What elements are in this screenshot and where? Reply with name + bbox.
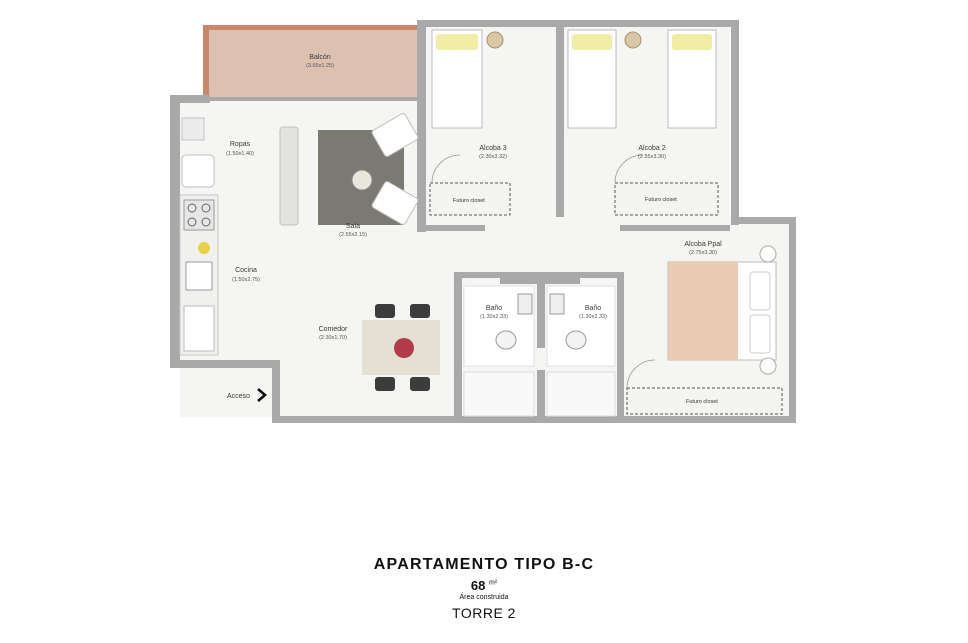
nightstand-icon <box>486 31 504 49</box>
laundry-fixtures <box>181 117 215 188</box>
svg-text:Baño: Baño <box>585 305 601 312</box>
fruit-bowl-icon <box>394 338 414 358</box>
svg-text:Cocina: Cocina <box>235 267 257 274</box>
room-label-cocina: Cocina (1.50x2.75) <box>232 267 260 283</box>
svg-text:Balcón: Balcón <box>309 54 331 61</box>
toilet-icon <box>565 330 587 350</box>
room-label-sala: Sala (2.55x2.15) <box>339 223 367 238</box>
apartment-title: APARTAMENTO TIPO B-C <box>373 556 595 573</box>
living-furniture <box>279 113 419 226</box>
svg-text:(1.30x2.33): (1.30x2.33) <box>480 314 508 320</box>
walls <box>170 20 796 423</box>
room-label-comedor: Comedor (2.30x1.70) <box>319 326 348 341</box>
svg-text:Ropas: Ropas <box>230 141 251 148</box>
room-label-alcoba2: Alcoba 2 (2.55x3.30) <box>638 145 666 160</box>
closet-label-alcobappal: Futuro closet <box>686 399 718 405</box>
room-label-balcon: Balcón (3.65x1.25) <box>306 54 334 69</box>
alcoba3-furniture <box>429 29 511 216</box>
shower <box>463 371 535 417</box>
room-label-ropas: Ropas (1.50x1.40) <box>226 141 254 157</box>
dining-furniture <box>362 304 440 391</box>
svg-text:(2.30x1.70): (2.30x1.70) <box>319 335 347 341</box>
closet-label-alcoba2: Futuro closet <box>645 197 677 203</box>
svg-text:Baño: Baño <box>486 305 502 312</box>
chevron-right-icon <box>257 388 267 402</box>
svg-text:(2.75x3.30): (2.75x3.30) <box>689 250 717 256</box>
kitchen-counter <box>179 194 219 356</box>
svg-text:(3.65x1.25): (3.65x1.25) <box>306 63 334 69</box>
svg-text:(1.50x2.75): (1.50x2.75) <box>232 277 260 283</box>
room-label-alcoba3: Alcoba 3 (2.30x3.32) <box>479 145 507 160</box>
area-number: 68 <box>470 578 486 593</box>
svg-text:Alcoba 2: Alcoba 2 <box>638 145 665 152</box>
shower <box>546 371 616 417</box>
alcobappal-furniture <box>626 245 783 415</box>
armchair-icon <box>371 113 419 225</box>
area-caption: Área construida <box>459 594 509 601</box>
svg-text:Alcoba 3: Alcoba 3 <box>479 145 506 152</box>
svg-text:Sala: Sala <box>346 223 360 230</box>
svg-text:(1.30x2.33): (1.30x2.33) <box>579 314 607 320</box>
svg-text:(1.50x1.40): (1.50x1.40) <box>226 151 254 157</box>
svg-text:(2.30x3.32): (2.30x3.32) <box>479 154 507 160</box>
nightstand-icon <box>759 245 777 263</box>
svg-text:(2.55x3.30): (2.55x3.30) <box>638 154 666 160</box>
svg-text:Comedor: Comedor <box>319 326 348 333</box>
nightstand-icon <box>624 31 642 49</box>
alcoba2-furniture <box>567 29 719 216</box>
svg-text:(2.55x2.15): (2.55x2.15) <box>339 232 367 238</box>
plant-icon <box>198 242 210 254</box>
fridge-icon <box>183 305 215 352</box>
floor-plan: Balcón (3.65x1.25) Ropas (1.50x1.40) Sal… <box>170 20 796 423</box>
access-marker: Acceso <box>227 388 267 402</box>
svg-text:Alcoba Ppal: Alcoba Ppal <box>684 241 722 248</box>
door-swings <box>431 154 656 389</box>
bathroom-fixtures <box>463 285 616 417</box>
toilet-icon <box>495 330 517 350</box>
stove-icon <box>183 199 215 231</box>
closet-label-alcoba3: Futuro closet <box>453 198 485 204</box>
access-label: Acceso <box>227 393 250 400</box>
room-label-bano1: Baño (1.30x2.33) <box>480 305 508 320</box>
area-value: 68 m² <box>0 578 968 593</box>
coffee-table-icon <box>351 169 373 191</box>
balcony <box>203 25 419 101</box>
area-unit: m² <box>488 579 498 587</box>
nightstand-icon <box>759 357 777 375</box>
tower-label: TORRE 2 <box>452 605 516 621</box>
room-label-alcobappal: Alcoba Ppal (2.75x3.30) <box>684 241 722 256</box>
room-label-bano2: Baño (1.30x2.33) <box>579 305 607 320</box>
sink-icon <box>185 261 213 291</box>
